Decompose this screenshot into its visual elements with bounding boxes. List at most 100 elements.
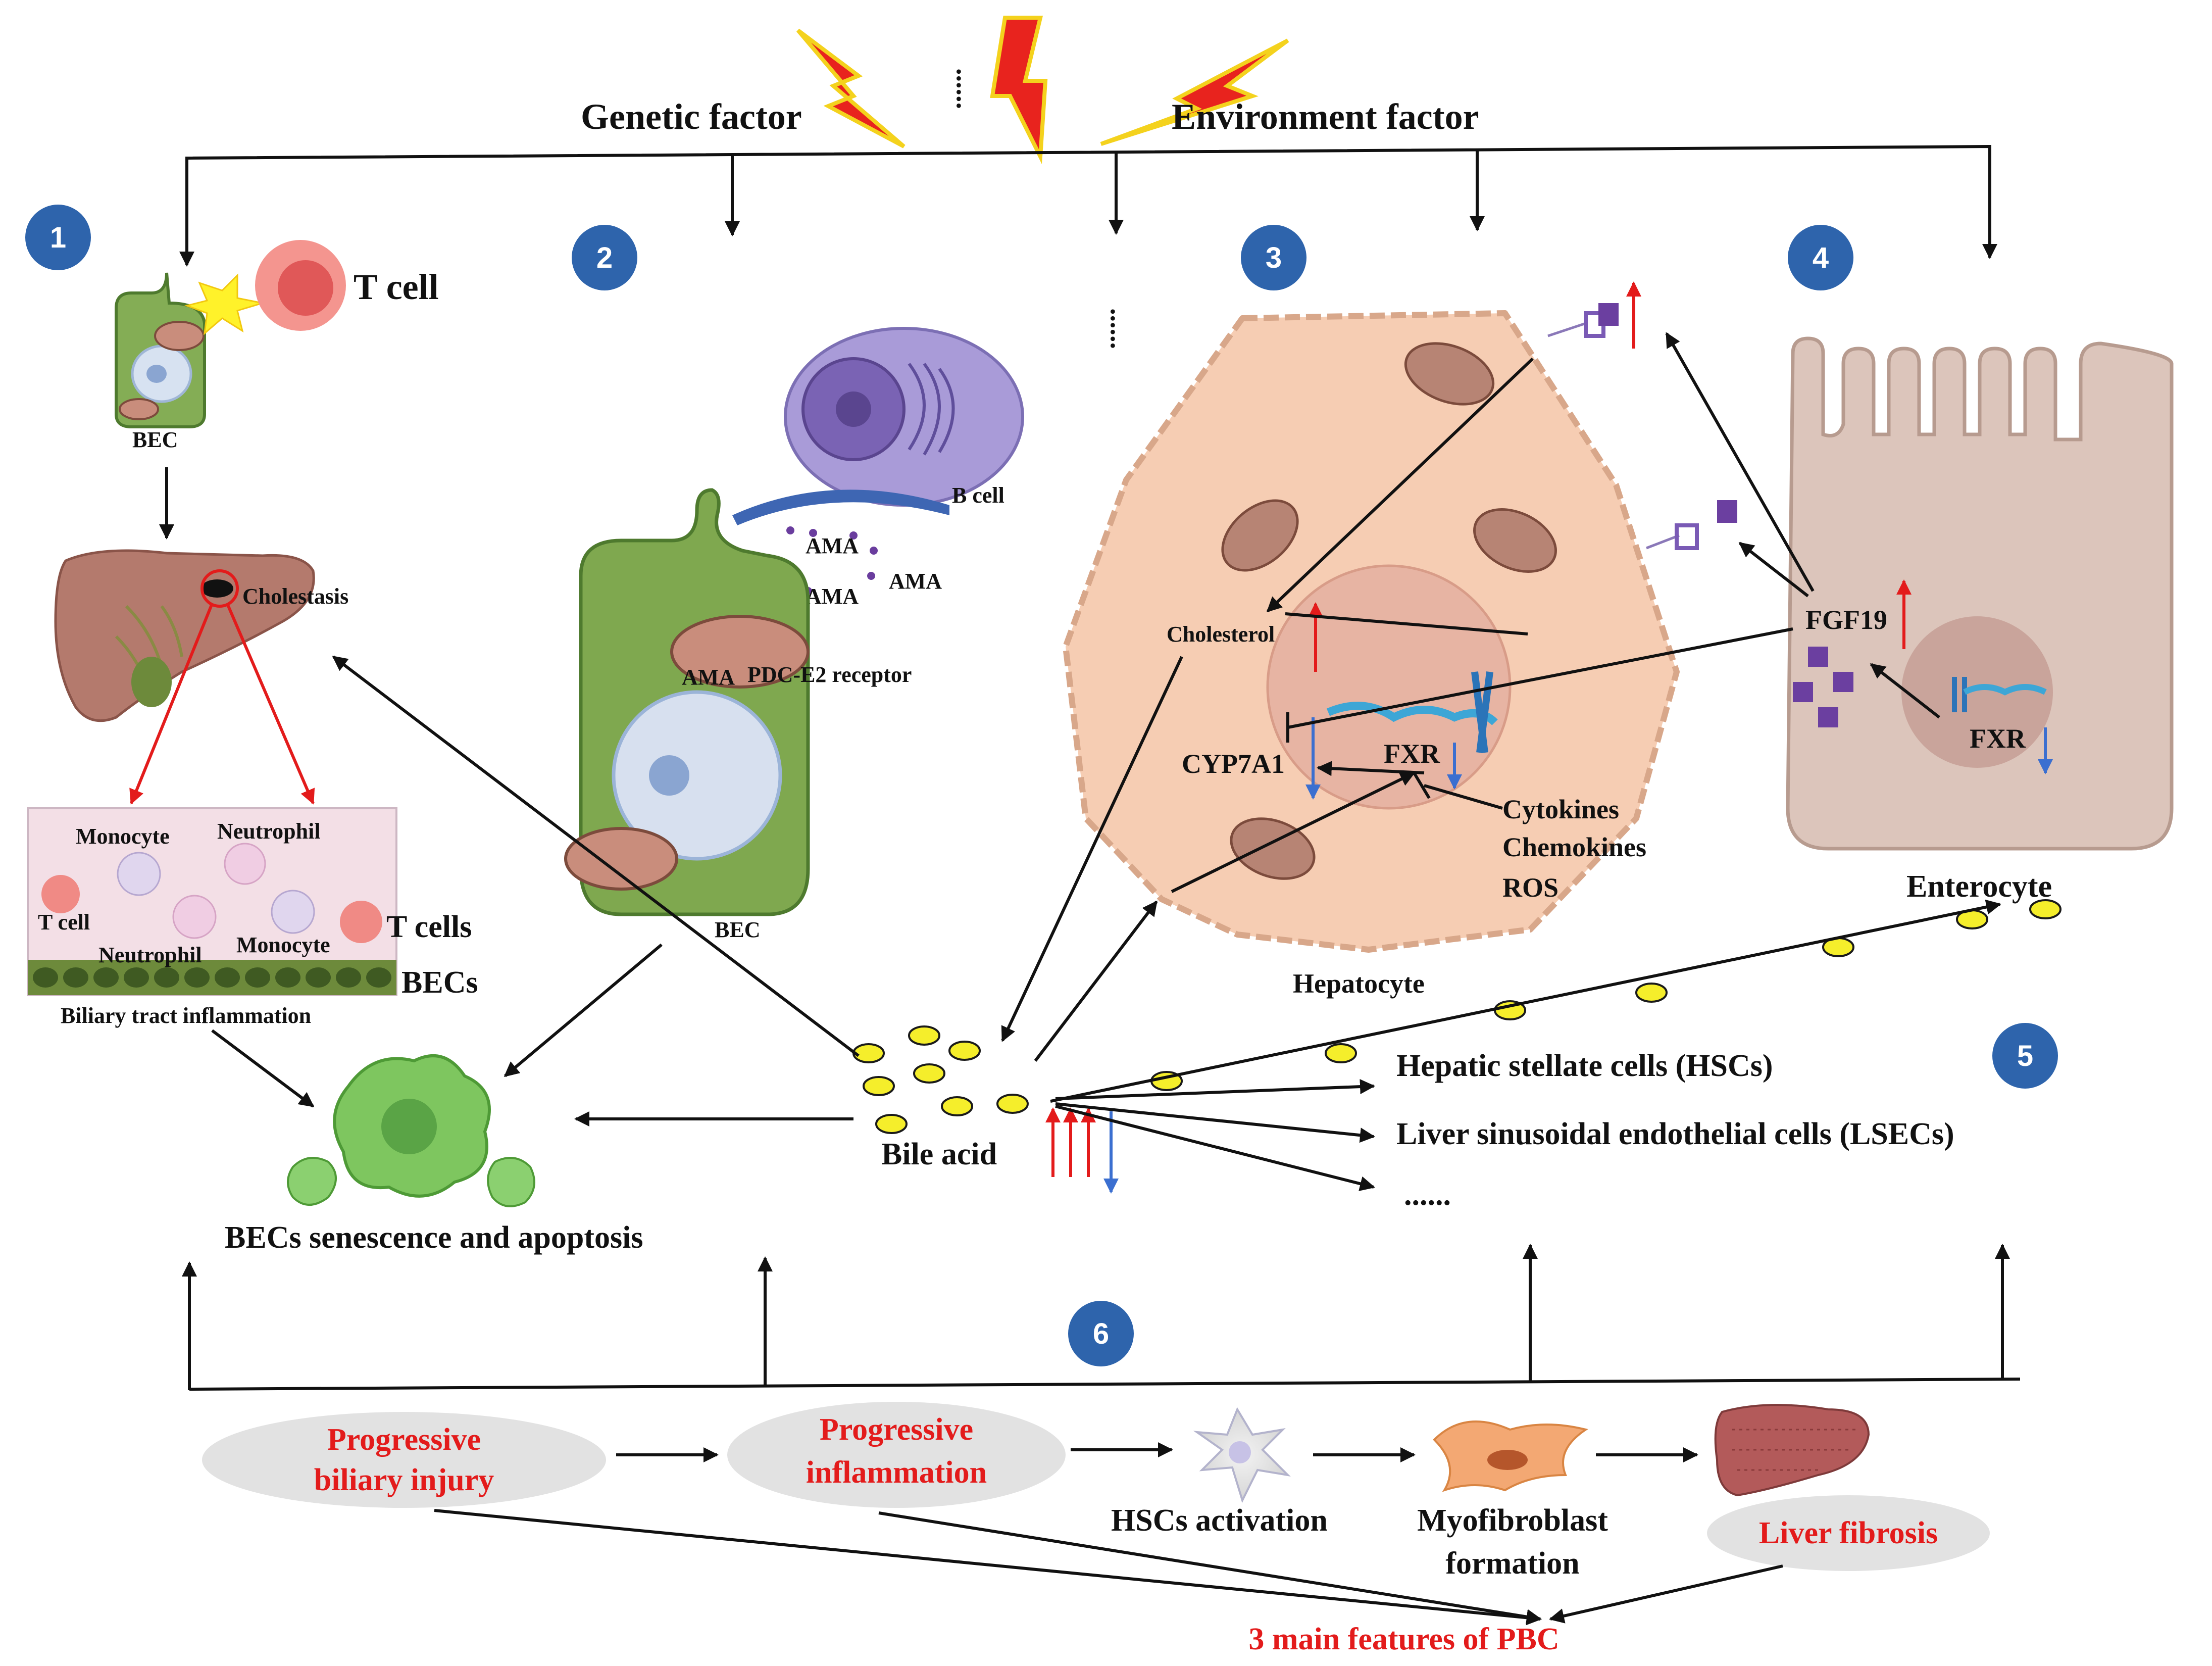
step-5-number: 5	[2017, 1040, 2033, 1072]
step-1-number: 1	[50, 221, 66, 254]
pdc-e2-receptor-label: PDC-E2 receptor	[747, 662, 912, 687]
fibrotic-liver-icon	[1714, 1404, 1870, 1497]
lightning-icon-center	[990, 16, 1048, 164]
bec-small-label: BEC	[132, 427, 178, 452]
monocyte-icon	[117, 852, 161, 896]
t-cell-large-icon	[255, 240, 346, 331]
biliary-injury-line-1: Progressive	[327, 1423, 481, 1457]
becs-label: BECs	[401, 965, 478, 1000]
lightning-icon-right	[1100, 38, 1289, 146]
biliary-inflammation-label: Biliary tract inflammation	[61, 1003, 311, 1028]
bottom-row: Progressive biliary injury Progressive i…	[202, 1402, 1990, 1656]
biliary-injury-line-2: biliary injury	[314, 1463, 494, 1497]
genetic-factor-label: Genetic factor	[581, 96, 802, 137]
step-6-number: 6	[1093, 1317, 1109, 1350]
step-3-badge	[1241, 225, 1306, 290]
t-cell-label-small: T cell	[38, 910, 90, 935]
step-5-badge	[1992, 1023, 2058, 1089]
inflammation-oval	[727, 1402, 1066, 1508]
t-cells-label: T cells	[386, 910, 472, 944]
bottom-bracket	[182, 1244, 2021, 1391]
b-cell-icon	[732, 327, 1024, 525]
myofibroblast-line-1: Myofibroblast	[1417, 1503, 1608, 1538]
fgf19-squares	[1793, 647, 1853, 727]
neutrophil-icon-2	[172, 895, 217, 939]
lsec-label: Liver sinusoidal endothelial cells (LSEC…	[1396, 1117, 1954, 1151]
step-markers: 1 2 3 4 5 6	[25, 205, 2058, 1366]
targets-ellipsis: ......	[1404, 1178, 1451, 1212]
cytokines-label: Cytokines	[1502, 794, 1619, 824]
fxr-enterocyte-label: FXR	[1970, 723, 2026, 754]
lightning-icon-left	[796, 28, 906, 149]
panel-3: Cholesterol CYP7A1 FXR Cytokines Chemoki…	[1063, 281, 1737, 999]
t-cells-icon	[340, 901, 382, 943]
ama-label-3: AMA	[806, 584, 859, 609]
bec-small-cell-icon	[115, 272, 206, 428]
ama-label-2: AMA	[889, 569, 942, 594]
ama-receptor-label: AMA	[682, 665, 735, 690]
inflammation-line-2: inflammation	[806, 1455, 987, 1490]
cyp7a1-label: CYP7A1	[1182, 749, 1285, 779]
pbc-features-label: 3 main features of PBC	[1248, 1622, 1559, 1656]
biliary-injury-oval	[202, 1412, 606, 1508]
cholestasis-label: Cholestasis	[242, 584, 348, 609]
neutrophil-label-1: Neutrophil	[217, 819, 321, 844]
enterocyte-cell-icon	[1786, 336, 2174, 851]
lightning-bolts	[796, 16, 1289, 164]
senescence-label: BECs senescence and apoptosis	[225, 1220, 643, 1255]
top-ellipsis: ......	[951, 68, 981, 109]
fgf19-label: FGF19	[1805, 605, 1887, 635]
bile-acid-dots	[852, 899, 2062, 1134]
bec-large-cell-icon	[564, 488, 810, 916]
contact-star-icon	[184, 273, 263, 335]
bile-acid-label: Bile acid	[881, 1137, 997, 1171]
monocyte-icon-2	[271, 890, 315, 934]
hsc-label: Hepatic stellate cells (HSCs)	[1396, 1049, 1773, 1083]
ama-label-1: AMA	[806, 533, 859, 558]
enterocyte-label: Enterocyte	[1906, 869, 2052, 904]
cholesterol-label: Cholesterol	[1167, 622, 1275, 647]
step-4-badge	[1788, 225, 1853, 290]
liver-fibrosis-oval	[1707, 1495, 1990, 1571]
liver-fibrosis-label: Liver fibrosis	[1759, 1516, 1938, 1550]
cholestasis-highlight	[200, 569, 239, 608]
environment-factor-label: Environment factor	[1172, 96, 1479, 137]
step-4-number: 4	[1813, 241, 1829, 274]
step-3-number: 3	[1266, 241, 1282, 274]
step-1-badge	[25, 205, 91, 270]
b-cell-label: B cell	[952, 483, 1004, 508]
hsc-activation-icon	[1193, 1407, 1291, 1503]
liver-icon	[54, 549, 315, 722]
panel-2: B cell AMA AMA AMA AMA PDC-E2 receptor B…	[504, 327, 1024, 1077]
neutrophil-icon	[224, 843, 266, 885]
hsc-activation-label: HSCs activation	[1111, 1503, 1328, 1538]
inflammation-line-1: Progressive	[820, 1412, 973, 1447]
step-6-badge	[1068, 1301, 1134, 1366]
step-2-badge	[572, 225, 637, 290]
step-2-number: 2	[596, 241, 613, 274]
receptor-icon-mid	[1646, 500, 1737, 550]
monocyte-label-1: Monocyte	[76, 824, 170, 849]
myofibroblast-icon	[1433, 1420, 1588, 1492]
ros-label: ROS	[1502, 872, 1559, 903]
bile-acid-level-arrows	[1045, 1107, 1119, 1194]
hepatocyte-label: Hepatocyte	[1293, 968, 1425, 999]
senescent-bec-icon	[287, 1054, 535, 1207]
bile-acid-arrows	[332, 357, 2001, 1191]
panel-4: FGF19 FXR Enterocyte	[1286, 332, 2174, 904]
top-bracket	[179, 144, 1997, 267]
t-cell-large-label: T cell	[354, 267, 439, 307]
panel-1: T cell BEC Cholestasis	[27, 240, 478, 1108]
inflammation-tissue-box	[27, 807, 397, 996]
mid-ellipsis: ......	[1105, 308, 1135, 349]
myofibroblast-line-2: formation	[1445, 1546, 1579, 1581]
bec-large-label: BEC	[715, 917, 760, 942]
t-cell-small-icon	[41, 875, 80, 913]
chemokines-label: Chemokines	[1502, 832, 1646, 862]
neutrophil-label-2: Neutrophil	[98, 943, 202, 967]
monocyte-label-2: Monocyte	[236, 933, 330, 957]
receptor-icon-top	[1547, 303, 1619, 338]
fxr-hepatocyte-label: FXR	[1384, 739, 1440, 769]
